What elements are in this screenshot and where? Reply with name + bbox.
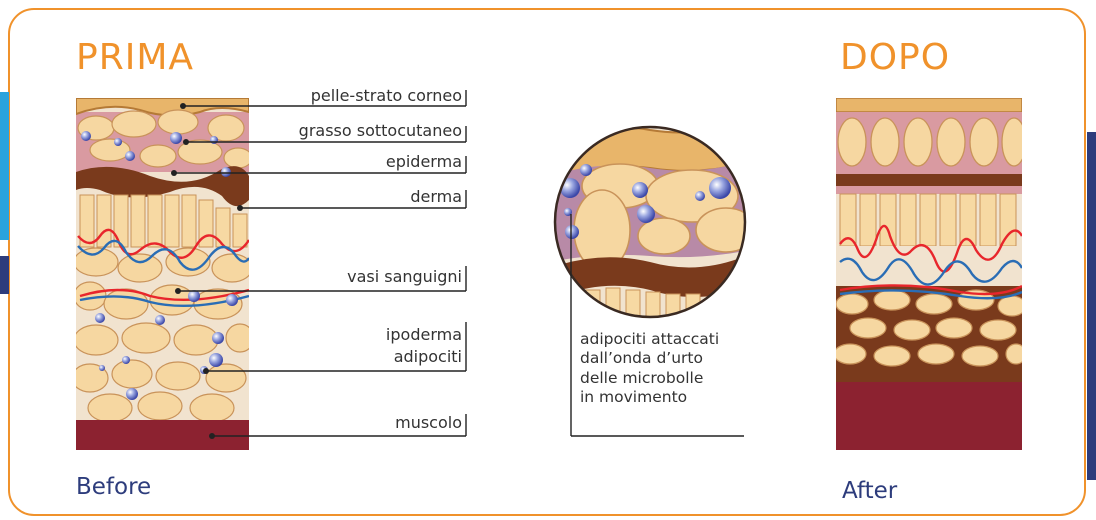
label-vessels: vasi sanguigni [347,268,462,286]
label-epidermis: epiderma [386,153,462,171]
zoom-note-line: in movimento [580,388,719,407]
label-dermis: derma [410,188,462,206]
label-muscle: muscolo [395,414,462,432]
zoom-note-line: adipociti attaccati [580,330,719,349]
zoom-note-line: delle microbolle [580,369,719,388]
zoom-note: adipociti attaccati dall’onda d’urto del… [580,330,719,408]
zoom-note-line: dall’onda d’urto [580,349,719,368]
after-caption: After [842,480,897,503]
before-skin-section [72,98,254,450]
label-adipocytes: adipociti [394,348,462,366]
zoom-detail [550,120,756,334]
label-skin: pelle-strato corneo [311,87,462,105]
after-skin-section [834,98,1026,450]
before-caption: Before [76,476,151,499]
label-hypodermis: ipoderma [386,326,462,344]
label-subcutaneous: grasso sottocutaneo [299,122,462,140]
